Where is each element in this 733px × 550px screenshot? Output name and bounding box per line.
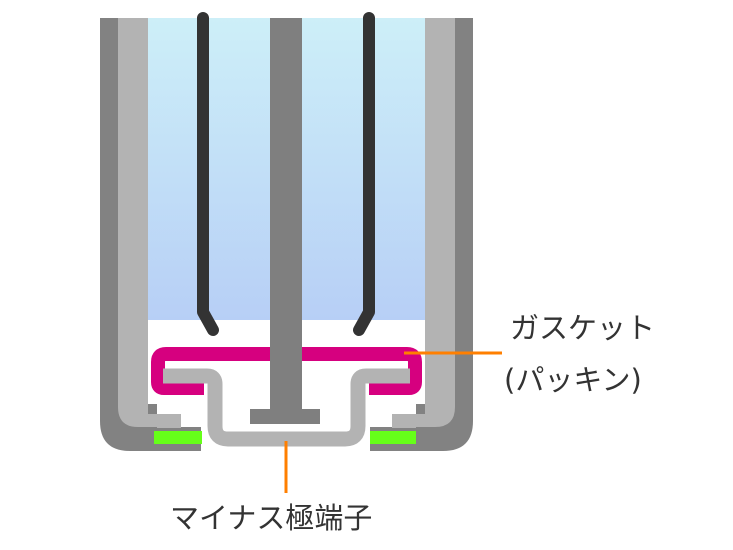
right-electrode xyxy=(353,12,375,336)
gasket-label-sub: (パッキン) xyxy=(504,363,642,397)
left-green-seal xyxy=(154,431,202,444)
center-terminal xyxy=(270,18,302,418)
right-green-seal xyxy=(370,431,416,444)
gasket-label: ガスケット xyxy=(510,311,656,345)
negative-terminal xyxy=(163,368,410,447)
negative-terminal-label: マイナス極端子 xyxy=(170,501,373,535)
left-electrode xyxy=(197,12,219,336)
center-terminal-base xyxy=(250,409,320,424)
